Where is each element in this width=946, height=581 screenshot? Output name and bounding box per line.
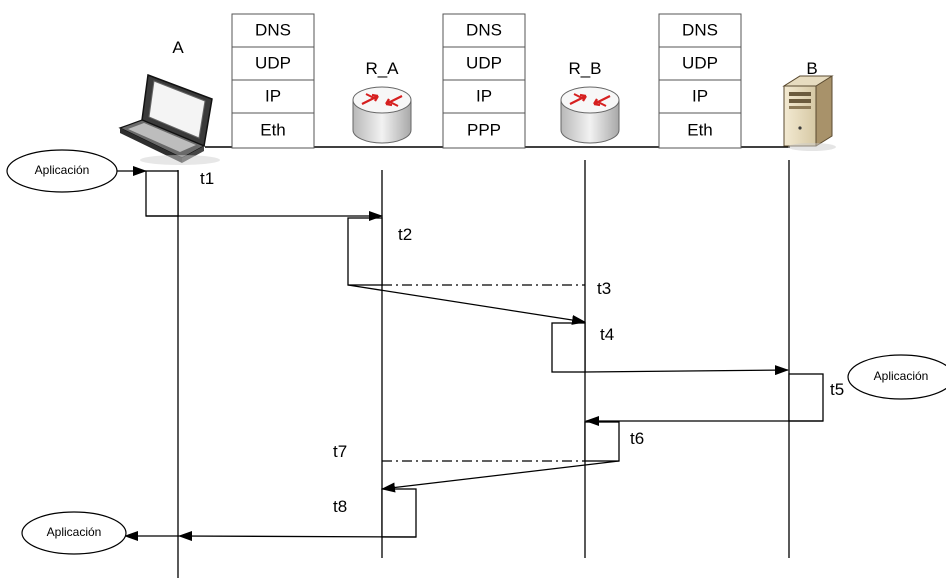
processing-box-r-b: [552, 323, 585, 372]
server-icon: [784, 76, 836, 151]
node-label-a: A: [172, 38, 184, 57]
stack-layer-application: DNS: [255, 20, 291, 39]
time-label-t8: t8: [333, 497, 347, 516]
arrow-r-b-to-b: [585, 370, 788, 372]
stack-layer-link: PPP: [467, 120, 501, 139]
protocol-stack-a-side: DNS UDP IP Eth: [232, 14, 314, 148]
stack-layer-application: DNS: [682, 20, 718, 39]
application-node-b: Aplicación: [848, 355, 946, 399]
stack-layer-network: IP: [265, 86, 281, 105]
stack-layer-application: DNS: [466, 20, 502, 39]
processing-box-a: [146, 171, 178, 216]
time-label-t4: t4: [600, 325, 614, 344]
router-icon: [353, 87, 411, 143]
time-label-t1: t1: [200, 169, 214, 188]
stack-layer-network: IP: [476, 86, 492, 105]
stack-layer-transport: UDP: [682, 53, 718, 72]
processing-box-r-a-return: [382, 489, 416, 537]
protocol-stack-b-side: DNS UDP IP Eth: [659, 14, 741, 148]
time-label-t2: t2: [398, 225, 412, 244]
router-icon: [561, 87, 619, 143]
time-label-t7: t7: [333, 442, 347, 461]
arrow-r-a-to-r-b: [348, 285, 585, 322]
arrow-r-b-to-r-a: [382, 461, 619, 489]
stack-layer-link: Eth: [687, 120, 713, 139]
processing-box-r-b-return: [585, 422, 619, 461]
node-label-b: B: [806, 59, 817, 78]
stack-layer-transport: UDP: [466, 53, 502, 72]
stack-layer-link: Eth: [260, 120, 286, 139]
stack-layer-network: IP: [692, 86, 708, 105]
node-label-r-a: R_A: [365, 59, 399, 78]
application-label: Aplicación: [874, 369, 929, 383]
protocol-stack-middle: DNS UDP IP PPP: [443, 14, 525, 148]
stack-layer-transport: UDP: [255, 53, 291, 72]
time-label-t3: t3: [597, 279, 611, 298]
application-label: Aplicación: [47, 525, 102, 539]
arrow-r-a-to-a: [179, 536, 416, 537]
processing-box-r-a: [348, 218, 382, 285]
laptop-icon: [120, 75, 220, 165]
node-label-r-b: R_B: [568, 59, 601, 78]
time-label-t5: t5: [830, 380, 844, 399]
application-label: Aplicación: [35, 163, 90, 177]
application-node-a-receive: Aplicación: [22, 512, 126, 554]
time-label-t6: t6: [630, 429, 644, 448]
application-node-a-send: Aplicación: [7, 150, 117, 192]
processing-box-b: [789, 374, 823, 421]
